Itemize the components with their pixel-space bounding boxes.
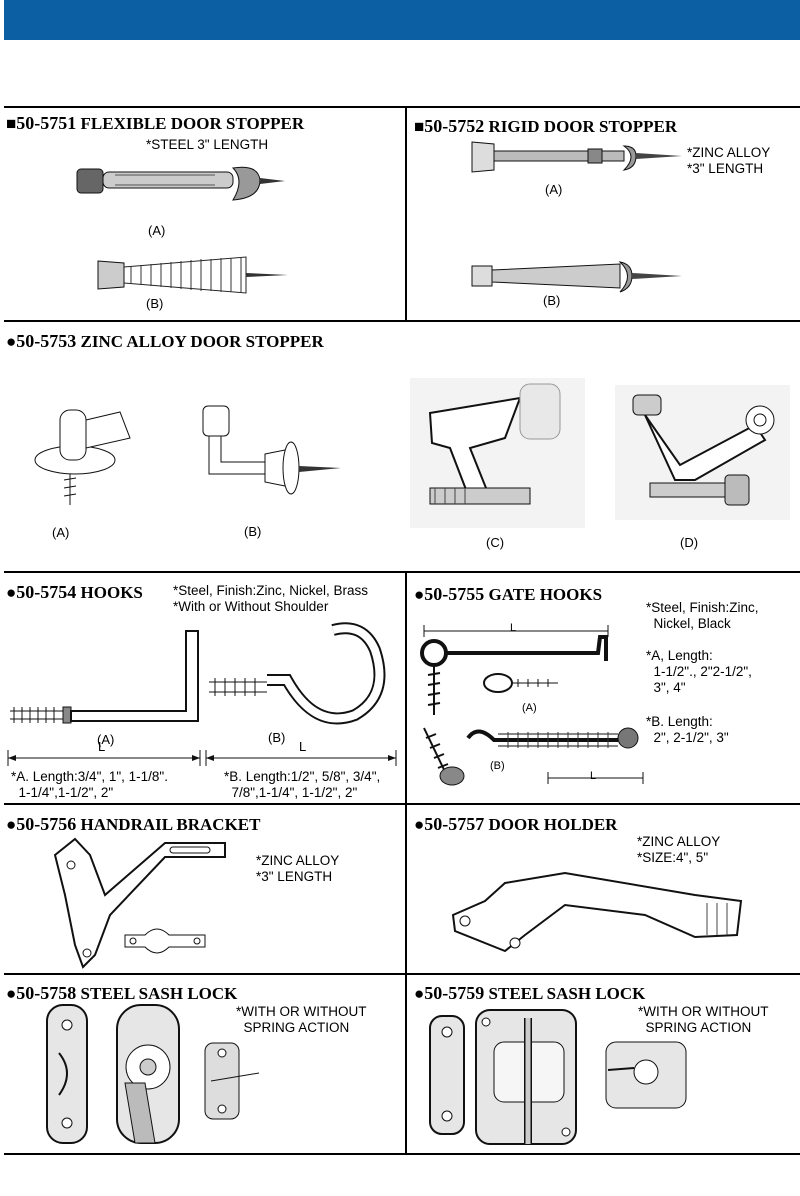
image-label: (A): [545, 182, 563, 197]
divider: [4, 106, 800, 108]
gate-hook-b-image: [423, 727, 644, 786]
product-note: *WITH OR WITHOUT SPRING ACTION: [236, 1004, 367, 1035]
zinc-door-stopper-c-image: [410, 378, 585, 528]
product-note: *A, Length: 1-1/2"., 2"2-1/2", 3", 4": [646, 648, 752, 695]
handrail-bracket-image: [53, 837, 226, 969]
image-label: (A): [148, 223, 166, 238]
dimension-label: L: [590, 770, 597, 782]
length-note: *B. Length:1/2", 5/8", 3/4", 7/8",1-1/4"…: [224, 769, 381, 800]
flexible-door-stopper-a-image: [76, 166, 285, 201]
product-title: ■50-5751 FLEXIBLE DOOR STOPPER: [6, 113, 305, 133]
dimension-line: [7, 750, 397, 766]
flexible-door-stopper-b-image: [97, 256, 288, 294]
product-note: *B. Length: 2", 2-1/2", 3": [646, 714, 729, 745]
product-title: ●50-5753 ZINC ALLOY DOOR STOPPER: [6, 331, 324, 351]
product-note: *With or Without Shoulder: [173, 599, 329, 614]
divider: [405, 571, 407, 1153]
steel-sash-lock-image: [429, 1009, 687, 1145]
product-note: *Steel, Finish:Zinc, Nickel, Brass: [173, 583, 369, 598]
dimension-label: L: [510, 622, 517, 634]
hook-a-image: [10, 630, 199, 724]
rigid-door-stopper-b-image: [471, 261, 682, 293]
image-label: (A): [522, 702, 537, 714]
product-title: ■50-5752 RIGID DOOR STOPPER: [414, 116, 678, 136]
product-note: *3" LENGTH: [687, 161, 764, 176]
image-label: (C): [486, 535, 505, 550]
product-note: *WITH OR WITHOUT SPRING ACTION: [638, 1004, 769, 1035]
product-title: ●50-5755 GATE HOOKS: [414, 584, 603, 604]
image-label: (A): [52, 525, 70, 540]
dimension-label: L: [299, 739, 307, 754]
image-label: (A): [97, 732, 115, 747]
divider: [4, 803, 800, 805]
image-label: (B): [268, 730, 286, 745]
image-label: (B): [543, 293, 561, 308]
gate-hook-a-image: [420, 635, 608, 715]
product-note: *STEEL 3" LENGTH: [146, 137, 269, 152]
product-note: *ZINC ALLOY *3" LENGTH: [256, 853, 340, 884]
product-note: *Steel, Finish:Zinc, Nickel, Black: [646, 600, 759, 631]
image-label: (D): [680, 535, 699, 550]
divider: [4, 320, 800, 322]
hook-b-image: [209, 622, 386, 725]
product-note: *ZINC ALLOY: [687, 145, 771, 160]
zinc-door-stopper-d-image: [615, 385, 790, 520]
divider: [4, 1153, 800, 1155]
divider: [4, 973, 800, 975]
product-title: ●50-5758 STEEL SASH LOCK: [6, 983, 238, 1003]
rigid-door-stopper-a-image: [471, 141, 682, 173]
product-title: ●50-5756 HANDRAIL BRACKET: [6, 814, 261, 834]
length-note: *A. Length:3/4", 1", 1-1/8". 1-1/4",1-1/…: [11, 769, 168, 800]
image-label: (B): [244, 524, 262, 539]
zinc-door-stopper-b-image: [202, 405, 341, 495]
dimension-label: L: [98, 739, 106, 754]
divider: [4, 571, 800, 573]
steel-sash-lock-image: [46, 1004, 260, 1144]
divider: [405, 106, 407, 320]
image-label: (B): [490, 760, 505, 772]
product-title: ●50-5754 HOOKS: [6, 582, 143, 602]
header-bar: [4, 0, 800, 40]
door-holder-image: [451, 871, 743, 953]
product-note: *ZINC ALLOY *SIZE:4", 5": [637, 834, 721, 865]
product-title: ●50-5759 STEEL SASH LOCK: [414, 983, 646, 1003]
product-title: ●50-5757 DOOR HOLDER: [414, 814, 618, 834]
image-label: (B): [146, 296, 164, 311]
zinc-door-stopper-a-image: [34, 409, 131, 505]
